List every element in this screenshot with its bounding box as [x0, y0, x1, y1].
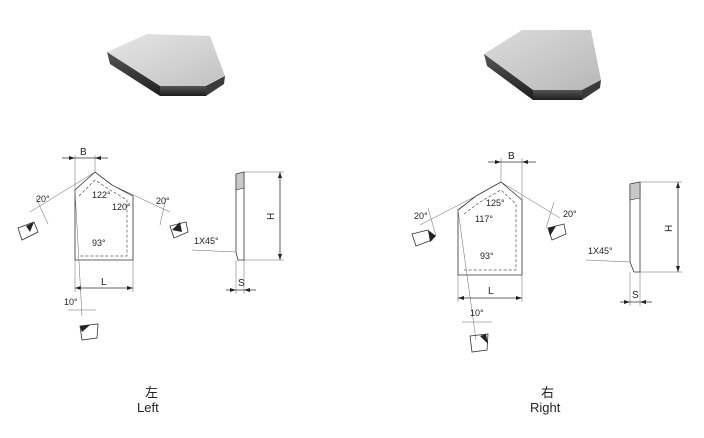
left-caption-cn: 左	[145, 385, 158, 400]
right-caption-en: Right	[530, 400, 561, 415]
left-angle-clear: 10°	[64, 297, 78, 307]
right-dim-l: L	[488, 286, 494, 297]
left-top-view: B L 122° 120° 93° 20° 20°	[17, 147, 189, 341]
right-section-clearance	[469, 333, 489, 353]
left-insert-group: B L 122° 120° 93° 20° 20°	[17, 34, 284, 415]
right-insert-group: B L 125° 117° 93° 20° 20°	[411, 30, 682, 415]
right-insert-3d-render	[484, 30, 601, 100]
right-angle-rake-right: 20°	[563, 209, 577, 219]
right-dim-h: H	[664, 225, 675, 232]
right-angle-clear: 10°	[470, 308, 484, 318]
left-angle-right: 120°	[112, 202, 131, 212]
left-angle-tip: 122°	[92, 190, 111, 200]
left-insert-3d-render	[107, 34, 225, 96]
right-caption-cn: 右	[541, 385, 554, 400]
left-dim-h: H	[266, 213, 277, 220]
right-chamfer: 1X45°	[588, 246, 613, 256]
left-dim-l: L	[101, 277, 107, 288]
right-angle-rake-left: 20°	[414, 211, 428, 221]
right-angle-tip: 125°	[486, 198, 505, 208]
right-dim-b: B	[508, 151, 515, 162]
right-angle-left: 117°	[475, 214, 493, 224]
left-angle-rake-right: 20°	[156, 196, 170, 206]
left-caption-en: Left	[137, 400, 159, 415]
left-side-view: H 1X45° S	[191, 171, 284, 294]
left-section-rake-right	[169, 221, 189, 239]
left-section-clearance	[79, 323, 99, 341]
left-dim-s: S	[238, 278, 245, 289]
right-angle-base: 93°	[480, 251, 494, 261]
left-angle-rake-left: 20°	[36, 194, 50, 204]
right-section-rake-right	[547, 223, 567, 241]
left-angle-base: 93°	[92, 238, 106, 248]
right-section-rake-left	[411, 229, 436, 247]
right-top-view: B L 125° 117° 93° 20° 20°	[411, 151, 577, 353]
left-chamfer: 1X45°	[194, 236, 219, 246]
left-section-rake-left	[17, 221, 39, 241]
left-dim-b: B	[80, 147, 87, 158]
right-dim-s: S	[632, 290, 639, 301]
right-side-view: H 1X45° S	[585, 181, 682, 306]
